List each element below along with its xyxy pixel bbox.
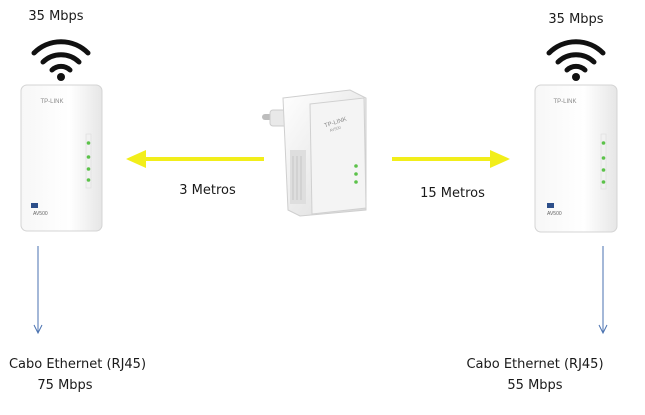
left-device-brand: TP-LINK <box>40 99 63 105</box>
wifi-badge-icon <box>31 203 38 208</box>
led-icon <box>86 167 91 171</box>
center-powerline-adapter: TP-LINK AV500 <box>262 89 367 217</box>
right-link-arrow <box>392 150 510 168</box>
led-icon <box>601 141 606 145</box>
led-icon <box>86 155 91 159</box>
left-device-model: AV500 <box>33 211 48 217</box>
left-distance-label: 3 Metros <box>179 183 236 198</box>
led-icon <box>354 172 358 176</box>
left-ethernet-speed: 75 Mbps <box>37 378 93 393</box>
wifi-icon-left <box>31 39 91 81</box>
right-ethernet-speed: 55 Mbps <box>507 378 563 393</box>
left-powerline-adapter: TP-LINK AV500 <box>20 84 103 232</box>
led-icon <box>354 164 358 168</box>
led-icon <box>86 178 91 182</box>
right-powerline-adapter: TP-LINK AV500 <box>534 84 618 233</box>
wifi-icon-right <box>546 39 606 81</box>
center-device-model: AV500 <box>329 124 342 133</box>
right-device-model: AV500 <box>547 211 562 217</box>
led-icon <box>601 168 606 172</box>
left-ethernet-label: Cabo Ethernet (RJ45) <box>8 357 147 372</box>
led-icon <box>601 156 606 160</box>
led-icon <box>86 141 91 145</box>
led-icon <box>601 180 606 184</box>
wifi-badge-icon <box>547 203 554 208</box>
right-wifi-speed: 35 Mbps <box>548 12 604 27</box>
led-icon <box>354 180 358 184</box>
right-distance-label: 15 Metros <box>420 186 485 201</box>
left-ethernet-cable <box>33 246 43 335</box>
right-ethernet-label: Cabo Ethernet (RJ45) <box>466 357 604 372</box>
left-link-arrow <box>126 150 264 168</box>
right-device-brand: TP-LINK <box>553 99 576 105</box>
right-ethernet-cable <box>598 246 608 335</box>
left-wifi-speed: 35 Mbps <box>28 9 84 24</box>
